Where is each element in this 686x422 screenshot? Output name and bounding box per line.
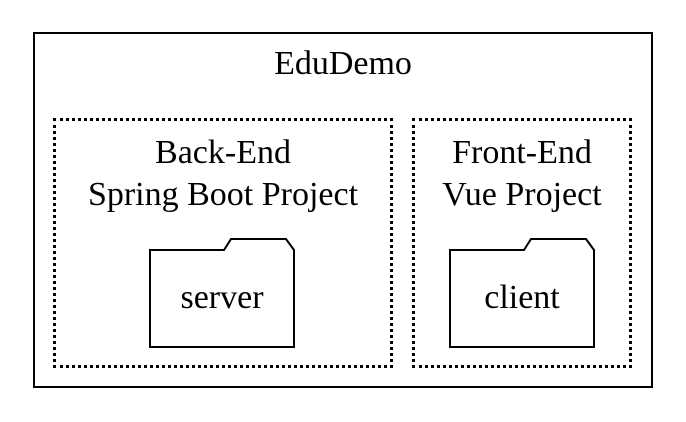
folder-icon <box>449 238 595 348</box>
backend-cluster <box>53 118 393 368</box>
backend-label-line1: Back-End <box>155 134 291 171</box>
folder-icon <box>149 238 295 348</box>
frontend-label-line2: Vue Project <box>442 176 602 213</box>
diagram-title: EduDemo <box>274 45 412 82</box>
backend-label-line2: Spring Boot Project <box>87 176 359 213</box>
backend-cluster-label: Back-End Spring Boot Project <box>53 132 393 216</box>
server-node: server <box>149 238 295 348</box>
client-node: client <box>449 238 595 348</box>
edudemo-cluster <box>33 32 653 388</box>
frontend-cluster <box>412 118 632 368</box>
server-node-label: server <box>180 279 264 316</box>
client-node-label: client <box>484 279 560 316</box>
frontend-label-line1: Front-End <box>452 134 592 171</box>
frontend-cluster-label: Front-End Vue Project <box>412 132 632 216</box>
